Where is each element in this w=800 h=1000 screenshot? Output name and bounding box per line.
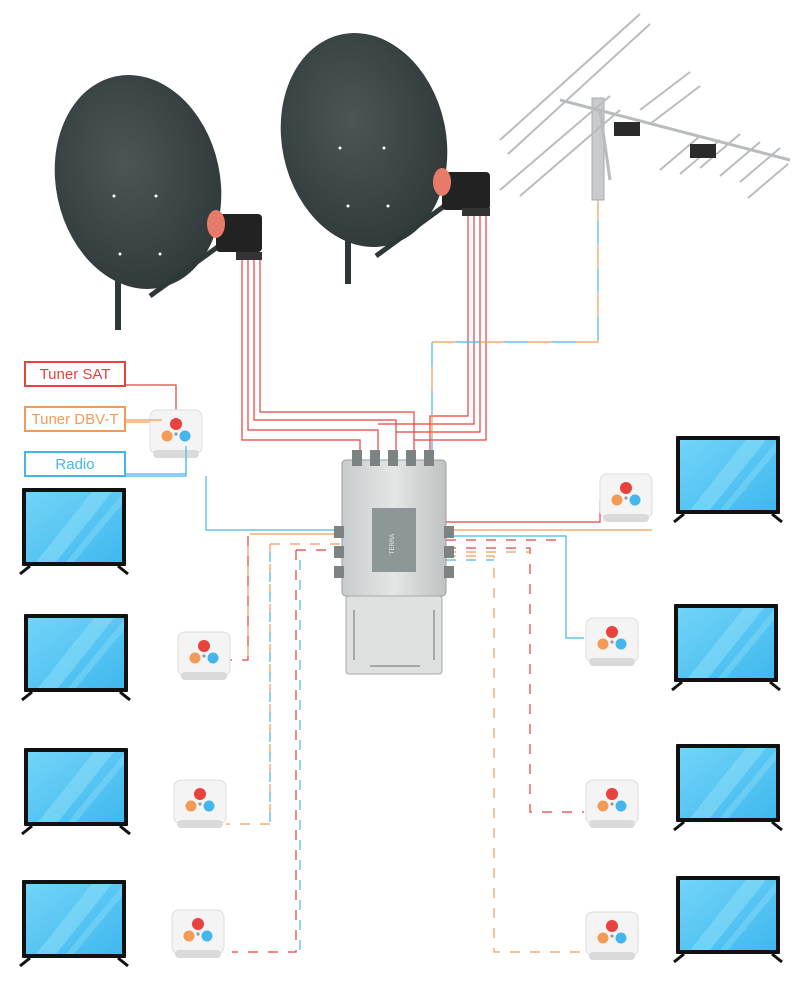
legend-tuner-dvbt-label: Tuner DBV-T xyxy=(31,410,119,428)
socket-right-2 xyxy=(585,779,639,829)
tv-left-1 xyxy=(18,486,130,576)
legend-radio-label: Radio xyxy=(55,455,95,473)
antenna-cables xyxy=(241,196,599,452)
lnb-left xyxy=(207,210,262,260)
socket-right-1 xyxy=(585,617,639,667)
tv-right-1 xyxy=(672,434,784,524)
tv-left-4 xyxy=(18,878,130,968)
legend-radio: Radio xyxy=(24,451,126,477)
socket-left-1 xyxy=(177,631,231,681)
satellite-dish-left xyxy=(54,74,232,330)
terrestrial-antenna xyxy=(499,13,791,201)
socket-left-2 xyxy=(173,779,227,829)
socket-left-3 xyxy=(171,909,225,959)
tv-right-4 xyxy=(672,874,784,964)
multiswitch: TERRA xyxy=(334,450,454,675)
tv-left-2 xyxy=(20,612,132,702)
tv-right-3 xyxy=(672,742,784,832)
legend-tuner-sat: Tuner SAT xyxy=(24,361,126,387)
tv-right-2 xyxy=(670,602,782,692)
legend-tuner-dvbt: Tuner DBV-T xyxy=(24,406,126,432)
outlet-cables xyxy=(126,388,652,953)
tv-left-3 xyxy=(20,746,132,836)
lnb-right xyxy=(433,168,490,216)
socket-right-0 xyxy=(599,473,653,523)
socket-right-3 xyxy=(585,911,639,961)
multiswitch-brand: TERRA xyxy=(390,534,396,554)
legend-tuner-sat-label: Tuner SAT xyxy=(39,365,111,383)
socket-legend xyxy=(149,409,203,459)
satellite-dish-right xyxy=(280,32,460,284)
